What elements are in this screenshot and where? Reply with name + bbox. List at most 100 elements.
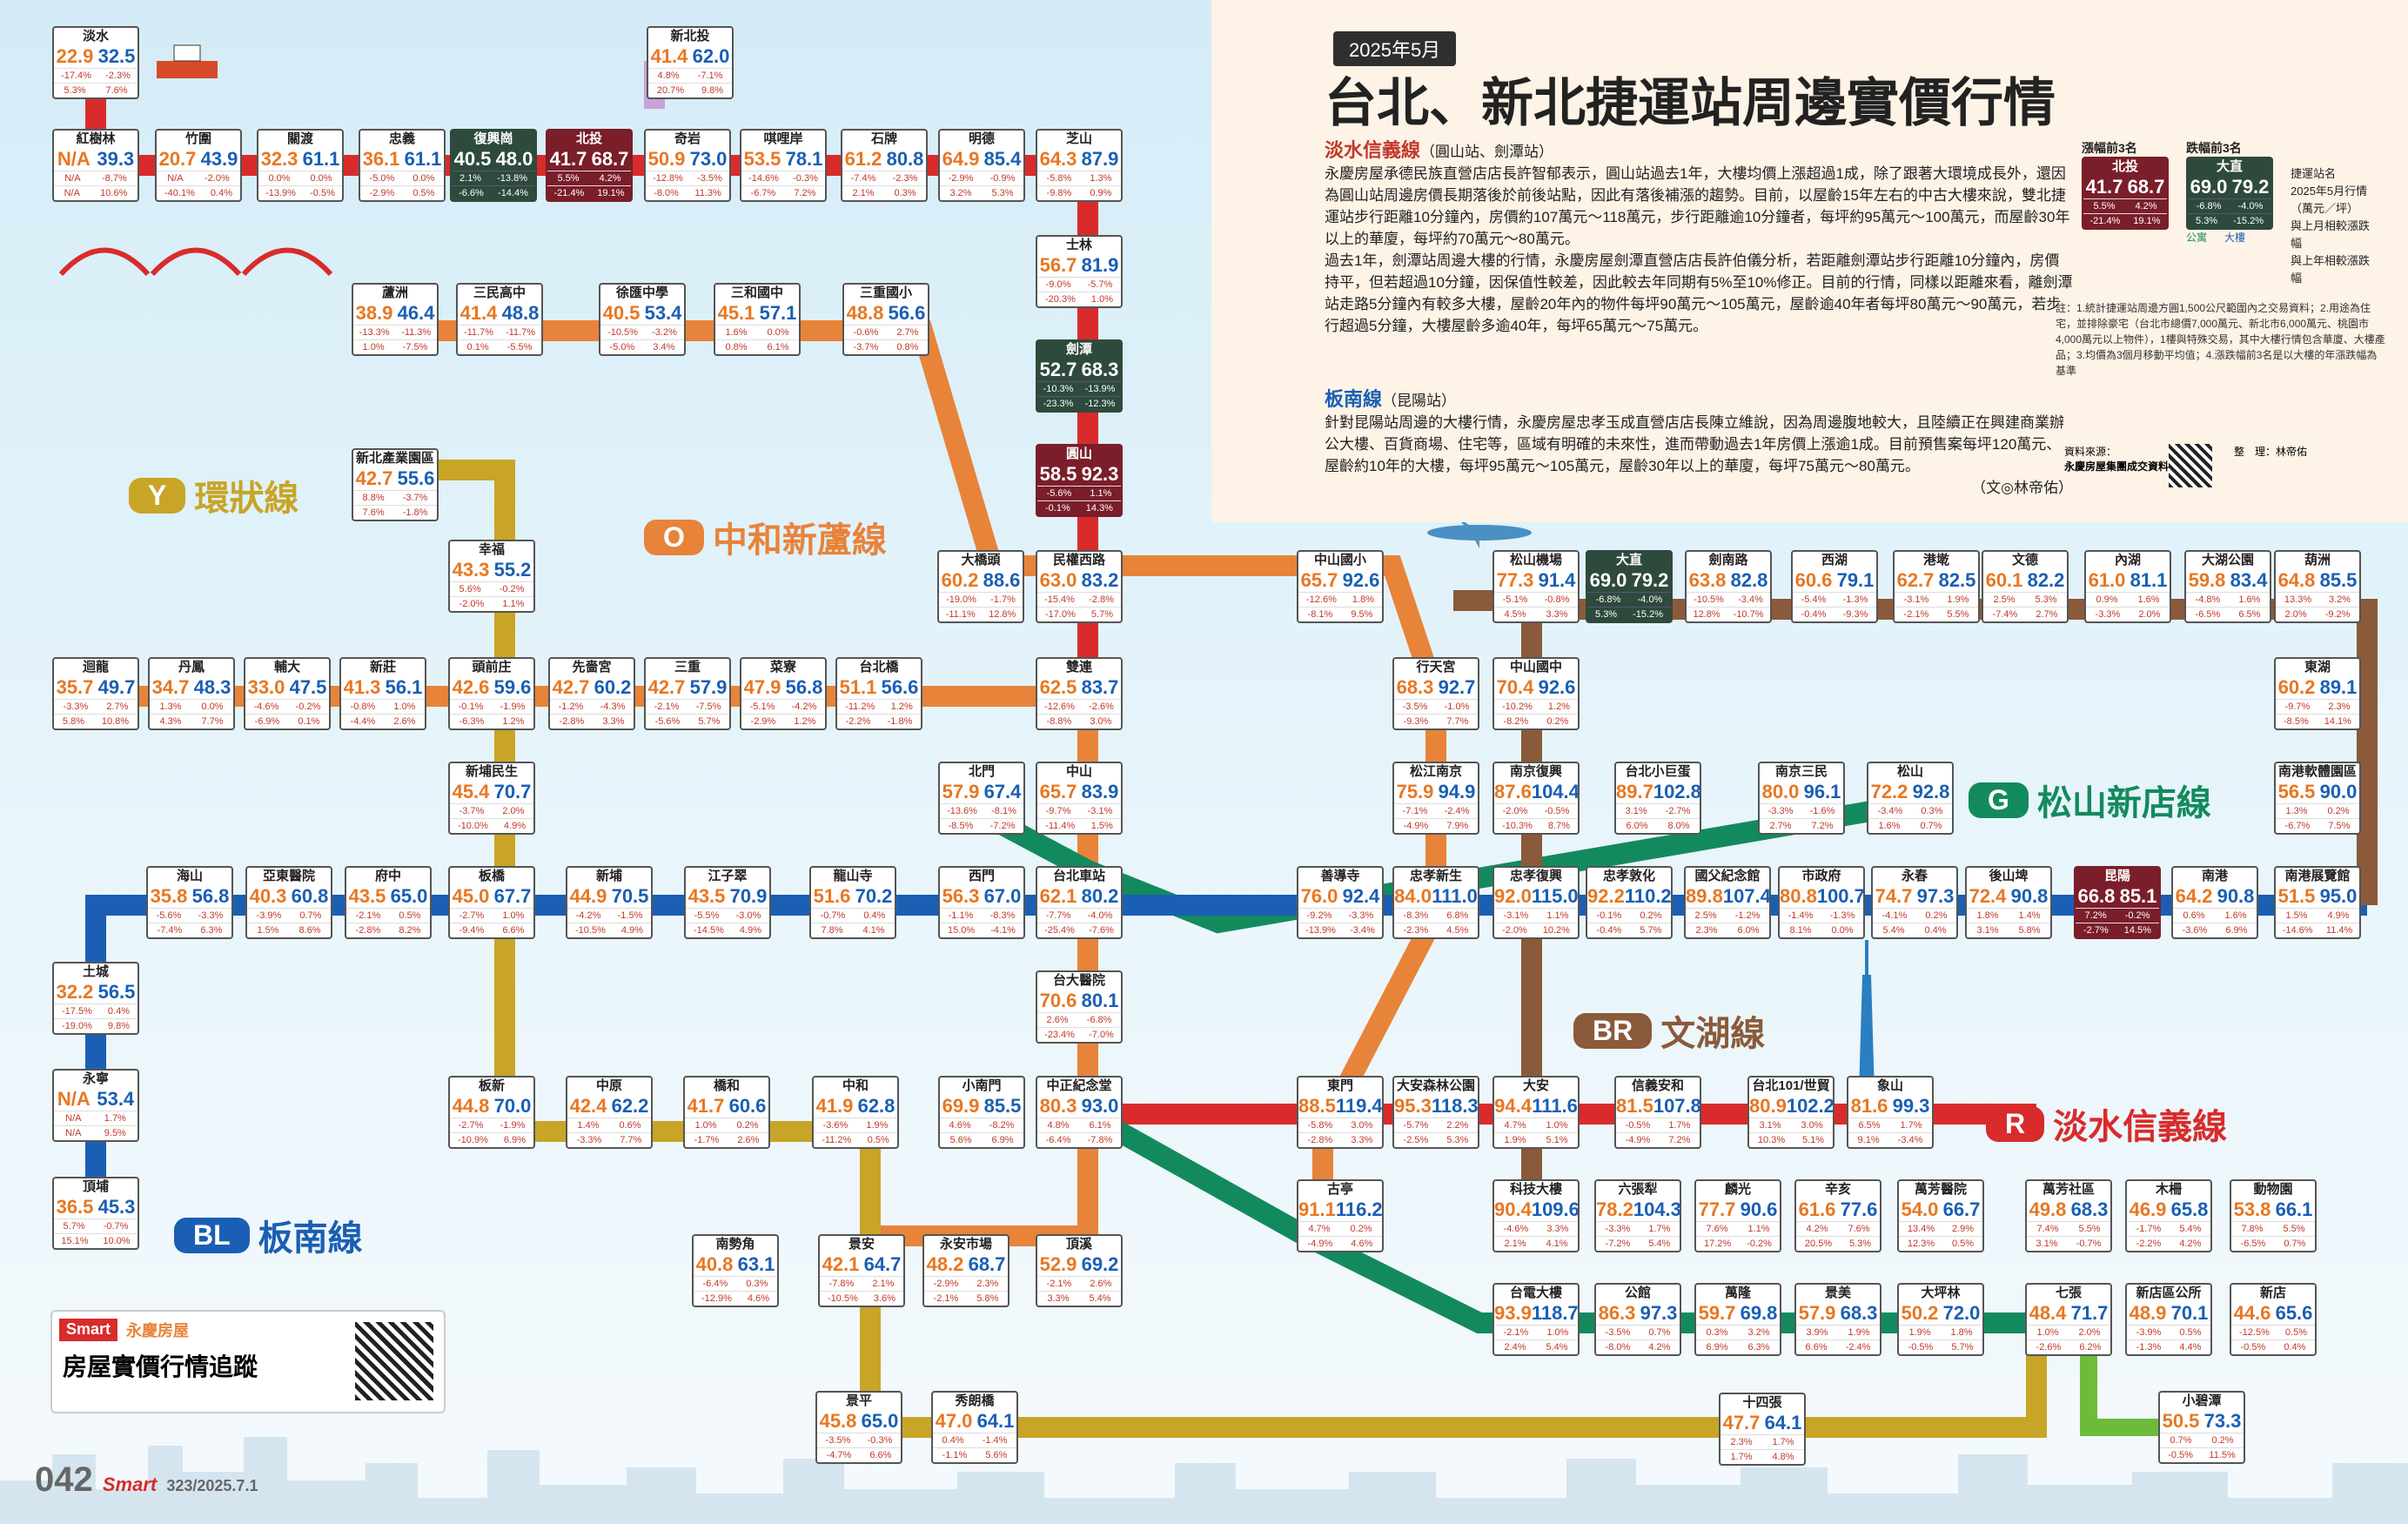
change-apartment-yoy: -4.4%	[350, 716, 376, 727]
qr-code-icon	[2169, 444, 2212, 487]
change-building-mom: -1.3%	[1829, 910, 1855, 921]
promo-slogan: 房屋實價行情追蹤	[63, 1353, 258, 1380]
station-name: 辛亥	[1824, 1182, 1851, 1197]
change-building-mom: -0.7%	[103, 1221, 129, 1232]
price-apartment: 47.9	[743, 676, 781, 698]
monthly-change: -9.7%-3.1%	[1037, 803, 1121, 818]
change-apartment-yoy: -2.1%	[1903, 609, 1929, 620]
price-apartment: 92.0	[1494, 885, 1532, 907]
price-building: 65.0	[861, 1410, 899, 1432]
yearly-change: -2.8%8.2%	[346, 923, 430, 937]
price-apartment: 63.0	[1039, 569, 1077, 591]
price-apartment: 41.4	[459, 302, 498, 324]
change-building-mom: -1.4%	[982, 1435, 1008, 1446]
change-apartment-yoy: -2.8%	[355, 925, 381, 936]
change-apartment-yoy: 12.8%	[1693, 609, 1720, 620]
change-apartment-mom: 13.4%	[1907, 1224, 1935, 1234]
change-apartment-mom: -2.7%	[458, 1120, 484, 1131]
change-building-mom: 1.0%	[393, 702, 416, 712]
monthly-change: 4.7%0.2%	[1298, 1221, 1382, 1236]
price-building: 92.8	[1912, 781, 1950, 802]
yearly-change: 5.4%0.4%	[1873, 923, 1956, 937]
monthly-change: 6.5%1.7%	[1848, 1118, 1932, 1132]
station-name: 中和	[842, 1078, 869, 1093]
promo-banner[interactable]: Smart 永慶房屋 房屋實價行情追蹤	[50, 1310, 446, 1413]
station-name: 新北產業園區	[355, 451, 434, 466]
price-building: 68.7	[591, 148, 629, 170]
change-apartment-yoy: -23.4%	[1044, 1030, 1075, 1040]
station-name: 內湖	[2114, 553, 2141, 567]
change-apartment-mom: -7.4%	[850, 173, 876, 184]
legend-chg: 5.3%	[2196, 216, 2218, 226]
change-building-yoy: 10.6%	[100, 188, 128, 198]
yearly-change: -10.3%8.7%	[1494, 818, 1578, 833]
change-building-mom: -13.9%	[1084, 384, 1116, 394]
station-name: 昆陽	[2103, 869, 2130, 883]
change-apartment-mom: -5.1%	[749, 702, 775, 712]
price-apartment: 59.7	[1698, 1302, 1736, 1324]
yearly-change: -40.1%0.4%	[157, 185, 240, 200]
monthly-change: -5.4%-1.3%	[1793, 592, 1876, 607]
change-apartment-mom: 13.3%	[2284, 594, 2312, 605]
yearly-change: -10.5%3.6%	[820, 1291, 903, 1306]
change-building-yoy: 4.4%	[2179, 1342, 2202, 1353]
price-apartment: 41.9	[815, 1095, 854, 1117]
change-building-yoy: -15.2%	[1633, 609, 1663, 620]
change-apartment-mom: -17.5%	[62, 1006, 92, 1017]
source-label: 資料來源：	[2064, 446, 2117, 458]
price-apartment: 47.0	[935, 1410, 973, 1432]
monthly-change: -0.5%1.7%	[1616, 1118, 1700, 1132]
change-apartment-mom: -3.1%	[1903, 594, 1929, 605]
station-name: 忠孝新生	[1409, 869, 1462, 883]
change-building-mom: 1.6%	[2238, 594, 2261, 605]
change-building-yoy: -7.2%	[989, 821, 1016, 831]
change-apartment-mom: 4.2%	[1806, 1224, 1828, 1234]
station-name: 淡水	[82, 29, 109, 44]
change-apartment-mom: 4.8%	[657, 70, 680, 81]
yearly-change: -2.2%-1.8%	[837, 714, 921, 728]
price-building: 97.3	[1640, 1302, 1678, 1324]
change-building-mom: 0.5%	[2284, 1327, 2307, 1338]
section-tamsui: 淡水信義線（圓山站、劍潭站） 永慶房屋承德民族直營店店長許智郁表示，圓山站過去1…	[1325, 139, 2073, 337]
price-building: 80.8	[886, 148, 924, 170]
yearly-change: 3.3%5.4%	[1037, 1291, 1121, 1306]
change-building-yoy: 14.1%	[2324, 716, 2351, 727]
yearly-change: 2.0%-9.2%	[2276, 607, 2359, 621]
price-building: 48.8	[501, 302, 540, 324]
line-code: BR	[1573, 1012, 1653, 1049]
station-name: 松山機場	[1509, 553, 1562, 567]
change-building-mom: -4.3%	[600, 702, 626, 712]
monthly-change: -9.2%-3.3%	[1298, 908, 1382, 923]
change-building-yoy: 0.7%	[1920, 821, 1942, 831]
yearly-change: -9.8%0.9%	[1037, 185, 1121, 200]
monthly-change: -2.7%-1.9%	[450, 1118, 533, 1132]
change-apartment-yoy: 0.1%	[466, 342, 489, 352]
yearly-change: -5.0%3.4%	[600, 339, 684, 354]
change-apartment-yoy: -6.5%	[2195, 609, 2221, 620]
station-name: 土城	[82, 964, 109, 979]
price-building: 53.4	[97, 1088, 135, 1110]
station-name: 大安	[1522, 1078, 1549, 1093]
change-building-yoy: 0.5%	[867, 1135, 889, 1145]
price-apartment: 61.0	[2088, 569, 2126, 591]
price-building: 97.3	[1916, 885, 1955, 907]
price-building: 39.3	[97, 148, 135, 170]
change-apartment-mom: -3.5%	[1402, 702, 1428, 712]
change-building-yoy: 7.2%	[794, 188, 816, 198]
